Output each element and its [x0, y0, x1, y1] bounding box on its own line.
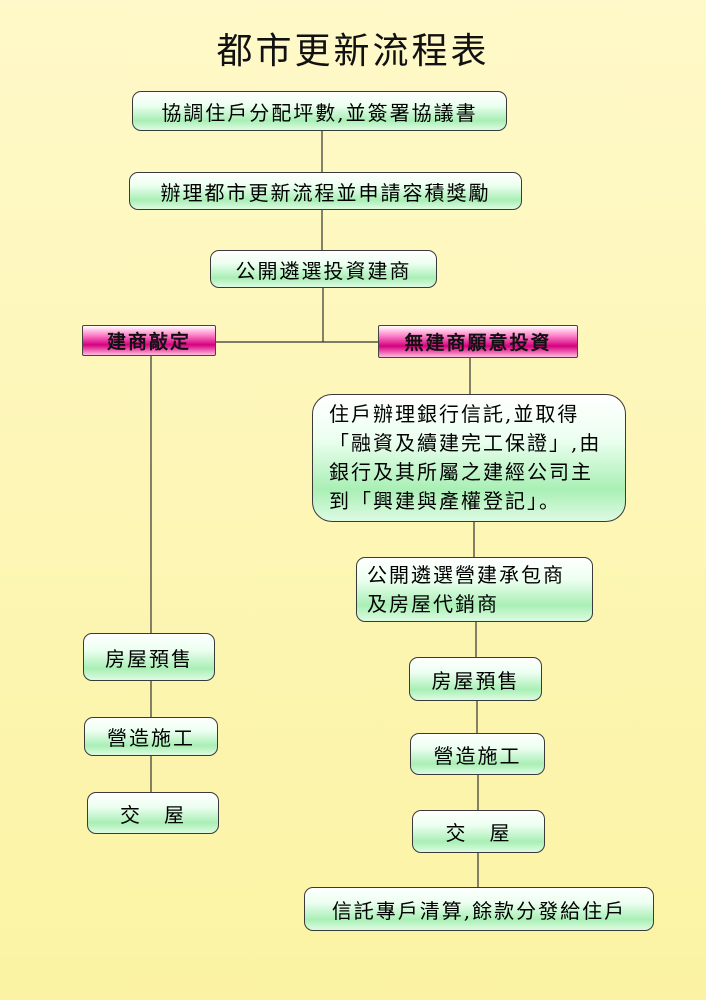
branch-right-header: 無建商願意投資	[378, 325, 578, 358]
step-agreement: 協調住戶分配坪數,並簽署協議書	[132, 91, 507, 131]
left-step-handover: 交 屋	[87, 792, 219, 834]
right-step-select-contractor: 公開遴選營建承包商 及房屋代銷商	[356, 557, 593, 622]
trust-line-2: 「融資及續建完工保證」,由	[329, 431, 602, 455]
trust-line-3: 銀行及其所屬之建經公司主	[329, 460, 593, 484]
right-step-bank-trust: 住戶辦理銀行信託,並取得 「融資及續建完工保證」,由 銀行及其所屬之建經公司主 …	[312, 394, 626, 522]
right-step-final-settlement: 信託專戶清算,餘款分發給住戶	[304, 887, 654, 931]
chart-title: 都市更新流程表	[216, 31, 490, 72]
contractor-line-2: 及房屋代銷商	[367, 591, 499, 616]
left-step-construction: 營造施工	[84, 717, 218, 756]
contractor-line-1: 公開遴選營建承包商	[367, 562, 565, 587]
right-step-presale: 房屋預售	[409, 657, 542, 701]
branch-left-header: 建商敲定	[82, 325, 216, 356]
trust-line-1: 住戶辦理銀行信託,並取得	[329, 402, 580, 426]
left-step-presale: 房屋預售	[83, 633, 215, 681]
right-step-handover: 交 屋	[412, 810, 545, 853]
step-select-developer: 公開遴選投資建商	[210, 250, 437, 288]
step-apply-bonus: 辦理都市更新流程並申請容積獎勵	[129, 172, 522, 210]
right-step-construction: 營造施工	[410, 733, 545, 775]
trust-line-4: 到「興建與產權登記」。	[329, 489, 561, 513]
